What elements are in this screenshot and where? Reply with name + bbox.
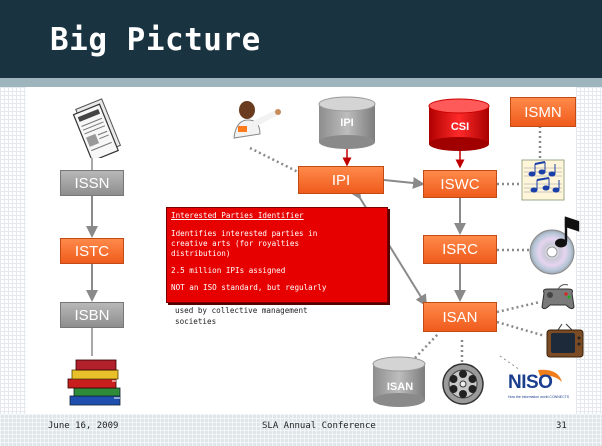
- csi-database-icon: [428, 98, 490, 151]
- ipi-database-icon: [318, 96, 376, 149]
- niso-tagline: How the information world CONNECTS: [508, 395, 570, 399]
- film-reel-icon: [442, 363, 484, 405]
- issn-box: ISSN: [60, 170, 124, 196]
- footer-page-number: 31: [556, 421, 567, 431]
- right-pattern: [576, 87, 602, 417]
- title-rule: [0, 78, 602, 87]
- isrc-box: ISRC: [423, 235, 497, 264]
- ismn-box: ISMN: [510, 97, 576, 127]
- popup-title: Interested Parties Identifier: [171, 211, 304, 220]
- dotted-isan-db: [414, 333, 439, 359]
- isbn-box: ISBN: [60, 302, 124, 328]
- newspaper-icon: [72, 98, 122, 158]
- niso-wordmark: NISO: [508, 372, 553, 393]
- dotted-reel-niso: [499, 355, 521, 371]
- cd-music-icon: [529, 216, 580, 275]
- popup-line-1: Identifies interested parties in: [171, 229, 318, 238]
- slide-title: Big Picture: [50, 22, 261, 58]
- dotted-isan-tv: [496, 320, 546, 338]
- footer-event: SLA Annual Conference: [262, 421, 376, 431]
- isan-box: ISAN: [423, 302, 497, 332]
- ipi-info-popup: Interested Parties Identifier Identifies…: [166, 207, 388, 303]
- dotted-isan-game: [496, 300, 541, 314]
- iswc-box: ISWC: [423, 170, 497, 198]
- popup-below-1: used by collective management: [175, 306, 308, 315]
- niso-swoosh-icon: [538, 369, 562, 382]
- dotted-person-ipi: [249, 146, 299, 174]
- link-ipi-iswc: [373, 173, 425, 189]
- ipi-box: IPI: [298, 166, 384, 194]
- isan-database-label: ISAN: [386, 381, 414, 393]
- sheet-music-icon: [521, 159, 565, 201]
- popup-line-3: distribution): [171, 249, 231, 258]
- person-icon: [233, 101, 281, 139]
- isan-database-icon: [372, 356, 426, 407]
- popup-overflow-text: used by collective management societies: [175, 305, 308, 327]
- ipi-database-label: IPI: [340, 117, 354, 129]
- television-icon: [546, 323, 584, 358]
- niso-logo: NISO How the information world CONNECTS: [498, 368, 569, 408]
- popup-line-2: creative arts (for royalties: [171, 239, 300, 248]
- title-bar: [0, 0, 602, 78]
- popup-line-4: 2.5 million IPIs assigned: [171, 266, 286, 275]
- books-icon: [67, 359, 121, 406]
- footer-date: June 16, 2009: [48, 421, 119, 431]
- footer: June 16, 2009 SLA Annual Conference 31: [0, 414, 602, 446]
- left-pattern: [0, 87, 26, 417]
- game-controller-icon: [541, 284, 575, 310]
- csi-database-label: CSI: [450, 121, 470, 133]
- istc-box: ISTC: [60, 238, 124, 264]
- popup-line-5: NOT an ISO standard, but regularly: [171, 283, 327, 292]
- popup-below-2: societies: [175, 317, 217, 326]
